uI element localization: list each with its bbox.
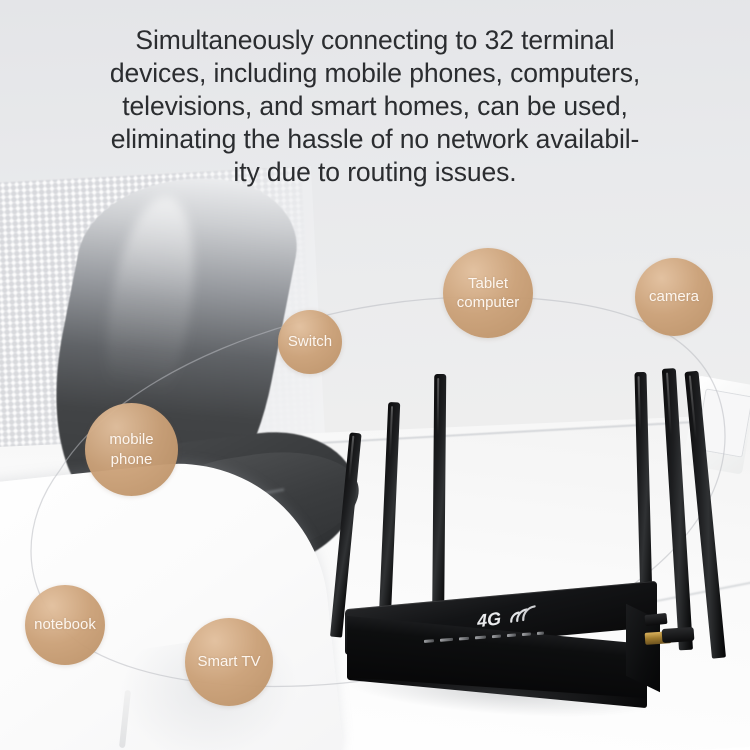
device-bubble-label: notebook xyxy=(34,616,96,634)
device-bubble-tablet-computer[interactable]: Tablet computer xyxy=(443,248,533,338)
device-bubble-smart-tv[interactable]: Smart TV xyxy=(185,618,273,706)
device-bubble-label: camera xyxy=(648,288,700,306)
device-bubble-mobile-phone[interactable]: mobile phone xyxy=(85,403,178,496)
device-bubble-label: Smart TV xyxy=(197,653,261,671)
device-bubble-notebook[interactable]: notebook xyxy=(25,585,105,665)
device-bubble-camera[interactable]: camera xyxy=(635,258,713,336)
page-headline: Simultaneously connecting to 32 terminal… xyxy=(109,25,641,187)
background-object-right-inner xyxy=(694,388,750,458)
device-bubble-label: Switch xyxy=(287,333,333,351)
device-bubble-label: Tablet computer xyxy=(456,274,520,311)
device-bubble-switch[interactable]: Switch xyxy=(278,310,342,374)
device-bubble-label: mobile phone xyxy=(109,431,154,468)
